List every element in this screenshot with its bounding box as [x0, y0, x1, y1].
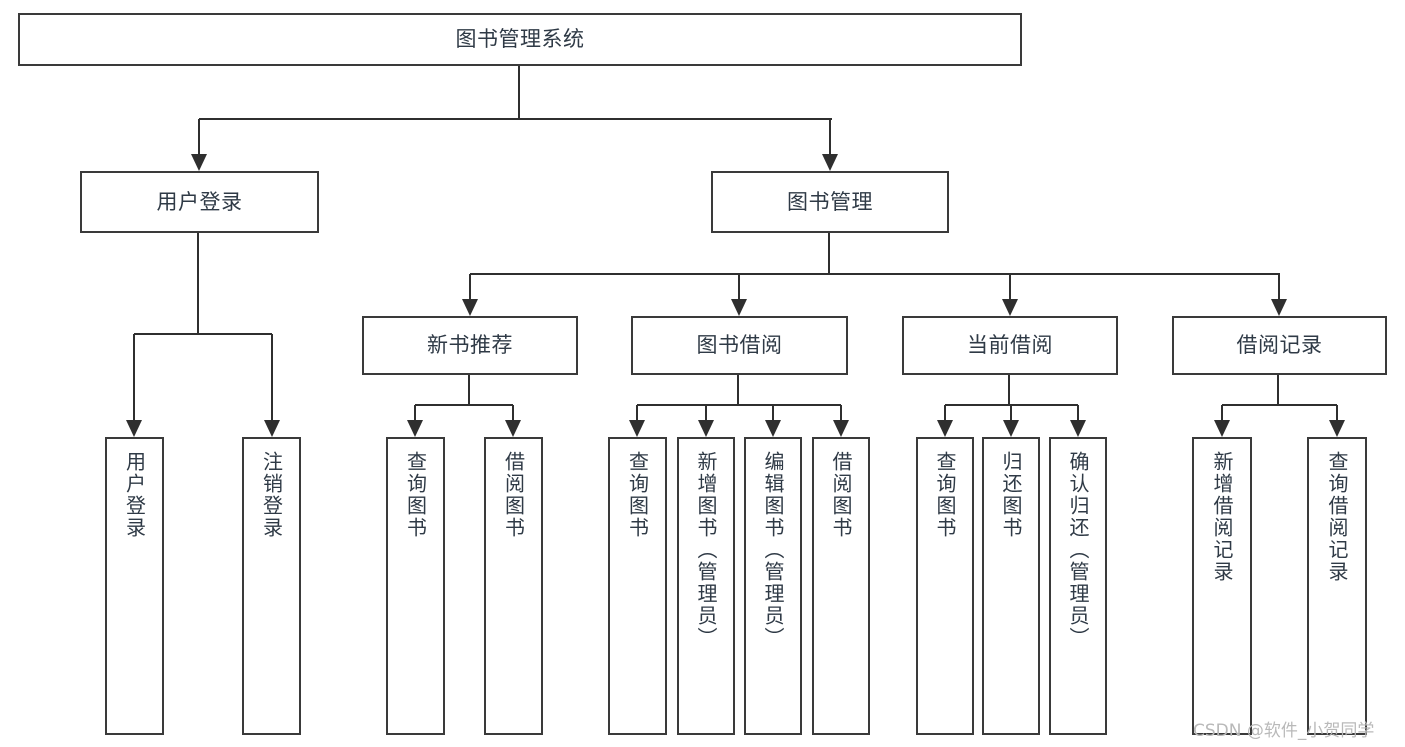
node-leaf-6-label: 编辑图书（管理员）	[761, 451, 785, 649]
connector-group-0-bus	[134, 332, 272, 336]
node-leaf-0-label: 用户登录	[122, 451, 147, 539]
connector-level1-bus	[199, 117, 832, 121]
node-level2-2[interactable]: 当前借阅	[902, 316, 1118, 375]
connector-group-3-stem	[1007, 375, 1011, 405]
node-leaf-6[interactable]: 编辑图书（管理员）	[744, 437, 802, 735]
node-leaf-9[interactable]: 归还图书	[982, 437, 1040, 735]
connector-group-4-bus	[1222, 403, 1337, 407]
node-level2-1-label: 图书借阅	[696, 333, 783, 358]
node-leaf-1[interactable]: 注销登录	[242, 437, 301, 735]
node-level2-0[interactable]: 新书推荐	[362, 316, 578, 375]
connector-group-3-arrow-1-head	[1003, 420, 1019, 437]
node-leaf-10-label: 确认归还（管理员）	[1066, 451, 1090, 649]
connector-group-4-arrow-1-head	[1329, 420, 1345, 437]
connector-root-stem	[517, 66, 521, 120]
node-root[interactable]: 图书管理系统	[18, 13, 1022, 66]
connector-group-4-arrow-0-shaft	[1220, 405, 1224, 420]
node-level1-1[interactable]: 图书管理	[711, 171, 949, 233]
connector-group-2-arrow-2-shaft	[771, 405, 775, 420]
connector-group-2-arrow-1-head	[698, 420, 714, 437]
node-leaf-10[interactable]: 确认归还（管理员）	[1049, 437, 1107, 735]
connector-level2-arrow-3-shaft	[1277, 274, 1281, 299]
node-level2-0-label: 新书推荐	[427, 333, 513, 358]
connector-level1-arrow-1-shaft	[828, 119, 832, 154]
connector-group-2-bus	[637, 403, 841, 407]
connector-group-2-arrow-0-head	[629, 420, 645, 437]
connector-group-1-stem	[467, 375, 471, 405]
connector-level2-arrow-3-head	[1271, 299, 1287, 316]
node-leaf-2-label: 查询图书	[403, 451, 428, 539]
connector-level2-arrow-1-head	[731, 299, 747, 316]
connector-level1-arrow-0-head	[191, 154, 207, 171]
connector-group-0-arrow-0-shaft	[132, 334, 136, 420]
node-leaf-2[interactable]: 查询图书	[386, 437, 445, 735]
node-leaf-8-label: 查询图书	[933, 451, 957, 539]
connector-group-3-arrow-2-shaft	[1076, 405, 1080, 420]
connector-group-0-arrow-1-head	[264, 420, 280, 437]
connector-group-4-arrow-1-shaft	[1335, 405, 1339, 420]
node-level1-1-label: 图书管理	[787, 189, 873, 214]
connector-level2-arrow-1-shaft	[737, 274, 741, 299]
node-leaf-5-label: 新增图书（管理员）	[694, 451, 718, 649]
node-root-label: 图书管理系统	[455, 27, 585, 52]
connector-group-2-arrow-3-shaft	[839, 405, 843, 420]
connector-group-1-arrow-1-shaft	[511, 405, 515, 420]
connector-group-1-arrow-0-head	[407, 420, 423, 437]
node-leaf-12-label: 查询借阅记录	[1325, 451, 1349, 583]
connector-level2-arrow-0-shaft	[468, 274, 472, 299]
node-leaf-4-label: 查询图书	[625, 451, 650, 539]
node-leaf-8[interactable]: 查询图书	[916, 437, 974, 735]
node-leaf-4[interactable]: 查询图书	[608, 437, 667, 735]
node-leaf-11-label: 新增借阅记录	[1210, 451, 1234, 583]
node-level2-3-label: 借阅记录	[1236, 333, 1323, 358]
node-leaf-11[interactable]: 新增借阅记录	[1192, 437, 1252, 735]
node-leaf-7-label: 借阅图书	[829, 451, 853, 539]
node-leaf-0[interactable]: 用户登录	[105, 437, 164, 735]
connector-group-2-stem	[736, 375, 740, 405]
connector-group-1-bus	[415, 403, 513, 407]
connector-group-2-arrow-3-head	[833, 420, 849, 437]
connector-group-2-arrow-2-head	[765, 420, 781, 437]
connector-level2-bus	[470, 272, 1280, 276]
connector-group-0-arrow-0-head	[126, 420, 142, 437]
node-level2-2-label: 当前借阅	[967, 333, 1053, 358]
connector-group-3-arrow-2-head	[1070, 420, 1086, 437]
node-leaf-7[interactable]: 借阅图书	[812, 437, 870, 735]
connector-level2-arrow-2-shaft	[1008, 274, 1012, 299]
node-level2-1[interactable]: 图书借阅	[631, 316, 848, 375]
connector-level1-arrow-0-shaft	[197, 119, 201, 154]
connector-group-0-arrow-1-shaft	[270, 334, 274, 420]
connector-group-2-arrow-0-shaft	[635, 405, 639, 420]
node-leaf-12[interactable]: 查询借阅记录	[1307, 437, 1367, 735]
connector-books-stem	[827, 233, 831, 275]
connector-group-1-arrow-1-head	[505, 420, 521, 437]
node-leaf-3[interactable]: 借阅图书	[484, 437, 543, 735]
node-leaf-3-label: 借阅图书	[501, 451, 526, 539]
watermark: CSDN @软件_小贺同学	[1193, 721, 1375, 741]
connector-group-4-stem	[1276, 375, 1280, 405]
node-level1-0[interactable]: 用户登录	[80, 171, 319, 233]
connector-level2-arrow-0-head	[462, 299, 478, 316]
node-level2-3[interactable]: 借阅记录	[1172, 316, 1387, 375]
connector-level1-arrow-1-head	[822, 154, 838, 171]
node-leaf-5[interactable]: 新增图书（管理员）	[677, 437, 735, 735]
connector-group-3-arrow-0-shaft	[943, 405, 947, 420]
connector-level2-arrow-2-head	[1002, 299, 1018, 316]
connector-group-2-arrow-1-shaft	[704, 405, 708, 420]
connector-group-1-arrow-0-shaft	[413, 405, 417, 420]
connector-group-3-arrow-1-shaft	[1009, 405, 1013, 420]
node-leaf-1-label: 注销登录	[259, 451, 284, 539]
node-leaf-9-label: 归还图书	[999, 451, 1023, 539]
connector-group-4-arrow-0-head	[1214, 420, 1230, 437]
node-level1-0-label: 用户登录	[156, 189, 243, 214]
connector-group-3-arrow-0-head	[937, 420, 953, 437]
connector-group-0-stem	[196, 233, 200, 334]
